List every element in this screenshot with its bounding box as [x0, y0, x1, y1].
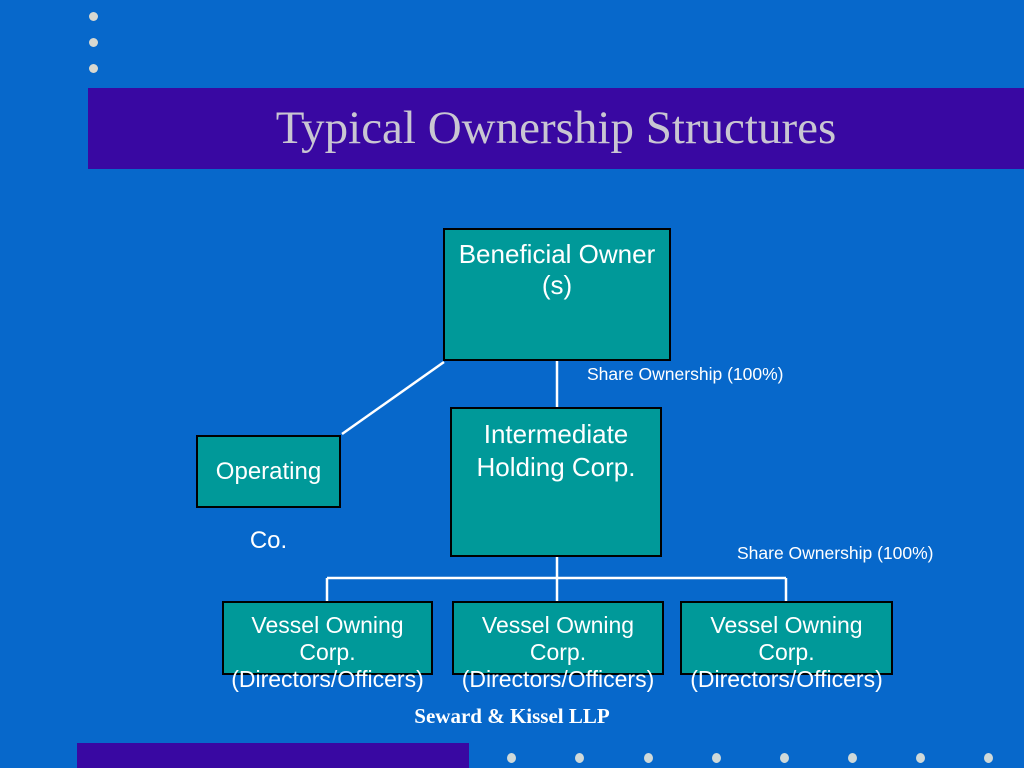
decorative-dot [507, 753, 516, 763]
decorative-dot [575, 753, 584, 763]
node-vessel-3-label-line2: (Directors/Officers) [690, 666, 883, 692]
footer-firm-name: Seward & Kissel LLP [414, 704, 610, 728]
node-intermediate-holding-label-line1: Intermediate [483, 419, 629, 449]
edge-label-share-ownership-bottom: Share Ownership (100%) [737, 543, 934, 563]
node-vessel-3-label-line1: Vessel Owning Corp. [710, 612, 863, 665]
node-beneficial-owner-label: Beneficial Owner (s) [458, 239, 656, 300]
node-intermediate-holding-label-line2: Holding Corp. [476, 452, 636, 482]
node-beneficial-owner: Beneficial Owner (s) [443, 228, 671, 361]
decorative-dot [712, 753, 721, 763]
decorative-dot [89, 64, 98, 73]
node-vessel-1-label-line2: (Directors/Officers) [231, 666, 424, 692]
edge-label-share-ownership-top: Share Ownership (100%) [587, 364, 784, 384]
decorative-dot [89, 12, 98, 21]
decorative-dot [984, 753, 993, 763]
decorative-dot [780, 753, 789, 763]
connector-bo-opco [341, 360, 445, 436]
node-intermediate-holding: Intermediate Holding Corp. [450, 407, 662, 557]
slide-title: Typical Ownership Structures [275, 102, 837, 154]
decorative-dot [89, 38, 98, 47]
node-vessel-owning-corp-2: Vessel Owning Corp. (Directors/Officers) [452, 601, 664, 692]
node-operating-co-label: Operating Co. [215, 458, 322, 554]
node-vessel-owning-corp-3: Vessel Owning Corp. (Directors/Officers) [680, 601, 893, 692]
node-operating-co: Operating Co. [196, 435, 341, 554]
node-vessel-2-label-line1: Vessel Owning Corp. [481, 612, 635, 665]
decorative-dot [916, 753, 925, 763]
decorative-dot [848, 753, 857, 763]
decorative-dot [644, 753, 653, 763]
bottom-accent-bar [77, 743, 469, 768]
node-vessel-1-label-line1: Vessel Owning Corp. [251, 612, 404, 665]
node-vessel-2-label-line2: (Directors/Officers) [461, 666, 655, 692]
node-vessel-owning-corp-1: Vessel Owning Corp. (Directors/Officers) [222, 601, 433, 692]
title-banner: Typical Ownership Structures [88, 88, 1024, 169]
